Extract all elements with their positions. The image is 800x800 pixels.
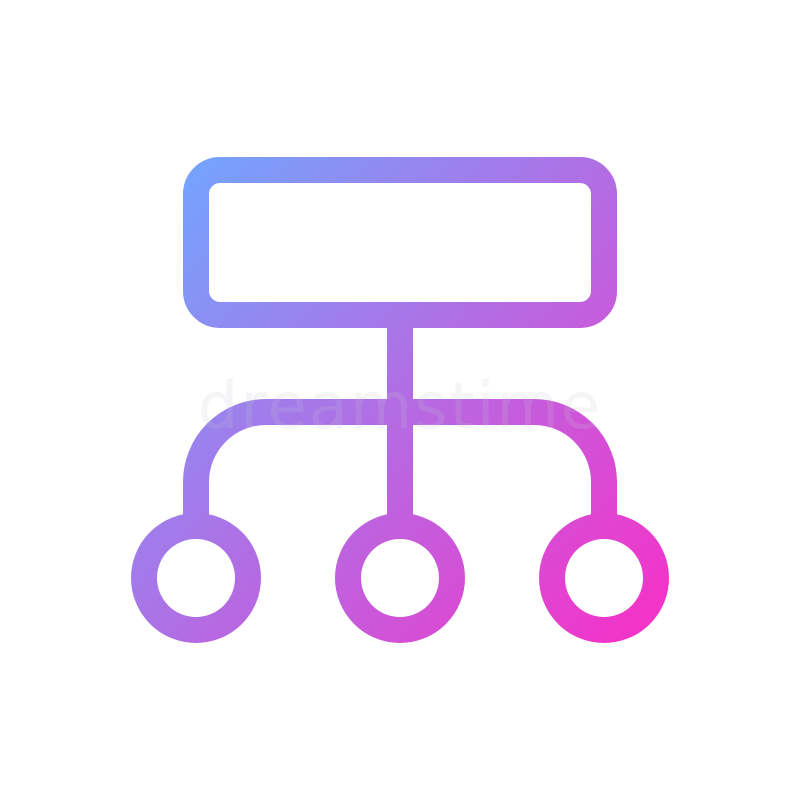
child-node-center [335,513,465,643]
child-node-right [539,513,669,643]
child-node-left [131,513,261,643]
parent-node-box [183,157,617,328]
